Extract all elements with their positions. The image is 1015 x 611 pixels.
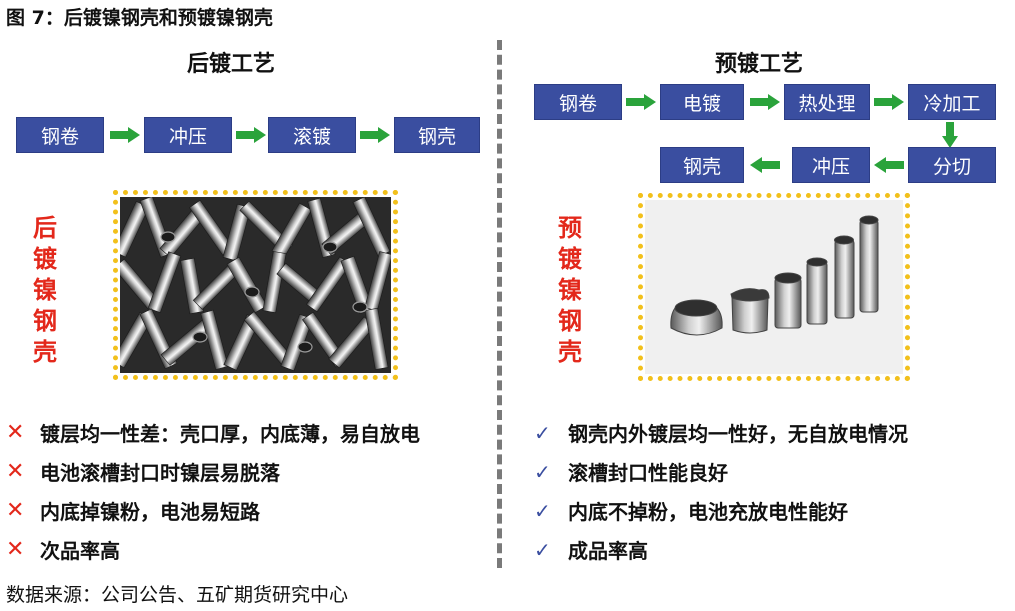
- right-step-6: 冲压: [792, 147, 870, 183]
- check-icon: ✓: [534, 537, 551, 562]
- green-arrow-icon: [236, 127, 266, 143]
- pre-plated-shells-photo: [645, 200, 903, 374]
- cross-icon: ✕: [6, 459, 25, 484]
- pre-plating-panel: 预镀工艺 钢卷 电镀 热处理 冷加工 分切 冲压 钢壳 预 镀 镍 钢 壳: [514, 30, 1009, 570]
- list-item: ✕次品率高: [6, 537, 120, 563]
- list-item: ✕镀层均一性差：壳口厚，内底薄，易自放电: [6, 420, 420, 446]
- deep-drawn-cups-image: [645, 200, 903, 374]
- right-step-5: 分切: [908, 147, 996, 183]
- green-arrow-icon: [874, 94, 904, 110]
- pre-plated-shells-photo-frame: [638, 193, 910, 381]
- check-icon: ✓: [534, 498, 551, 523]
- green-arrow-icon: [626, 94, 656, 110]
- list-item: ✕内底掉镍粉，电池易短路: [6, 498, 260, 524]
- list-item: ✓内底不掉粉，电池充放电性能好: [534, 498, 848, 525]
- check-icon: ✓: [534, 459, 551, 484]
- left-step-4: 钢壳: [394, 117, 480, 153]
- figure-title: 图 7：后镀镍钢壳和预镀镍钢壳: [6, 7, 273, 29]
- green-arrow-icon: [750, 94, 780, 110]
- cross-icon: ✕: [6, 537, 25, 562]
- cross-icon: ✕: [6, 498, 25, 523]
- left-step-3: 滚镀: [268, 117, 356, 153]
- cross-icon: ✕: [6, 420, 25, 445]
- left-step-1: 钢卷: [16, 117, 104, 153]
- steel-tubes-pile-image: [120, 197, 391, 373]
- right-step-2: 电镀: [660, 84, 744, 120]
- post-plating-panel: 后镀工艺 钢卷 冲压 滚镀 钢壳 后 镀 镍 钢 壳: [6, 30, 486, 570]
- post-plating-title: 后镀工艺: [186, 52, 275, 77]
- post-plated-shells-photo-frame: [113, 190, 398, 380]
- post-plating-vertical-label: 后 镀 镍 钢 壳: [33, 214, 57, 366]
- green-arrow-icon: [750, 157, 780, 173]
- panel-divider: [497, 40, 502, 568]
- green-arrow-icon: [942, 122, 958, 148]
- right-step-4: 冷加工: [908, 84, 996, 120]
- pre-plating-advantages: ✓钢壳内外镀层均一性好，无自放电情况 ✓滚槽封口性能良好 ✓内底不掉粉，电池充放…: [534, 413, 908, 569]
- right-step-3: 热处理: [784, 84, 870, 120]
- pre-plating-vertical-label: 预 镀 镍 钢 壳: [558, 214, 582, 366]
- check-icon: ✓: [534, 420, 551, 445]
- left-step-2: 冲压: [144, 117, 232, 153]
- list-item: ✓成品率高: [534, 537, 648, 564]
- list-item: ✕电池滚槽封口时镍层易脱落: [6, 459, 280, 485]
- data-source-note: 数据来源：公司公告、五矿期货研究中心: [6, 584, 349, 606]
- green-arrow-icon: [110, 127, 140, 143]
- right-step-7: 钢壳: [660, 147, 744, 183]
- green-arrow-icon: [874, 157, 904, 173]
- pre-plating-title: 预镀工艺: [714, 52, 803, 77]
- list-item: ✓钢壳内外镀层均一性好，无自放电情况: [534, 420, 908, 447]
- right-step-1: 钢卷: [534, 84, 622, 120]
- post-plated-shells-photo: [120, 197, 391, 373]
- post-plating-drawbacks: ✕镀层均一性差：壳口厚，内底薄，易自放电 ✕电池滚槽封口时镍层易脱落 ✕内底掉镍…: [6, 413, 420, 569]
- green-arrow-icon: [360, 127, 390, 143]
- list-item: ✓滚槽封口性能良好: [534, 459, 728, 486]
